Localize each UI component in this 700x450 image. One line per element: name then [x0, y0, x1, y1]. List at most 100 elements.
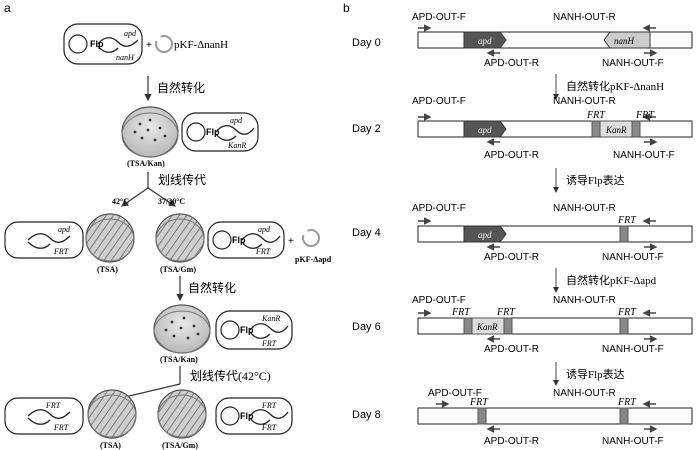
- plate-step4-label: (TSA/Kan): [160, 355, 198, 364]
- primer-label: APD-OUT-R: [484, 150, 539, 161]
- day4-row: Day 4 APD-OUT-F NANH-OUT-R apd FRT APD-O…: [352, 203, 693, 263]
- apd-label: apd: [124, 29, 137, 38]
- frt-label: FRT: [261, 339, 277, 348]
- plate-step3-right: [155, 213, 205, 263]
- plate-step3-left-label: (TSA): [97, 265, 118, 274]
- svg-text:KanR: KanR: [476, 322, 498, 332]
- flp-label: Flp: [240, 411, 254, 421]
- primer-label: APD-OUT-F: [428, 388, 482, 399]
- apd-gene: [463, 120, 507, 138]
- primer-label: NANH-OUT-R: [553, 96, 616, 107]
- frt-label: FRT: [261, 423, 277, 432]
- plate-step5-left: [87, 389, 137, 439]
- frt-label: FRT: [261, 401, 277, 410]
- plasmid-icon: [68, 34, 88, 54]
- frt-site: [477, 407, 487, 425]
- plus-sign: +: [288, 236, 294, 247]
- primer-label: APD-OUT-F: [412, 96, 466, 107]
- apd-gene: [463, 31, 507, 49]
- day0-row: Day 0 APD-OUT-F NANH-OUT-R apd nanH APD-…: [352, 12, 693, 69]
- arrow3-label: 自然转化: [188, 280, 236, 295]
- pkf-plasmid-icon: [302, 229, 320, 247]
- frt-site: [619, 225, 629, 243]
- plate-step3-right-label: (TSA/Gm): [160, 265, 196, 274]
- frt-label: FRT: [53, 247, 69, 256]
- temp-right-label: 37/30°C: [158, 197, 185, 206]
- frt-label: FRT: [53, 423, 69, 432]
- apd-label: apd: [230, 116, 243, 125]
- step-label: 自然转化pKF-Δapd: [566, 273, 657, 287]
- plate-step4: [153, 304, 211, 354]
- step-label: 自然转化pKF-ΔnanH: [566, 79, 664, 93]
- apd-gene: [463, 225, 507, 243]
- flp-label: Flp: [240, 325, 254, 335]
- svg-text:FRT: FRT: [586, 110, 606, 121]
- chromosome-icon: [97, 37, 139, 47]
- primer-label: NANH-OUT-R: [553, 388, 616, 399]
- day6-row: Day 6 APD-OUT-F NANH-OUT-R FRT KanR FRT …: [352, 295, 693, 355]
- primer-label: NANH-OUT-F: [602, 344, 664, 355]
- primer-label: NANH-OUT-R: [553, 203, 616, 214]
- plate-step5-right-label: (TSA/Gm): [162, 441, 198, 450]
- svg-text:KanR: KanR: [605, 125, 627, 135]
- nanh-gene: [603, 31, 651, 49]
- plate-step3-left: [85, 213, 135, 263]
- kan-label: KanR: [261, 314, 280, 323]
- nanh-label: nanH: [116, 53, 135, 62]
- cell-step5-right: Flp FRT FRT: [215, 397, 293, 435]
- svg-text:FRT: FRT: [617, 397, 637, 408]
- cell-step3-left: apd FRT: [4, 221, 84, 259]
- primer-label: APD-OUT-F: [412, 12, 466, 23]
- frt-site: [463, 317, 473, 335]
- plate-step5-right: [157, 389, 207, 439]
- cell-step3-right: Flp apd FRT: [207, 221, 285, 259]
- frt-label: FRT: [255, 247, 271, 256]
- svg-text:FRT: FRT: [451, 307, 471, 318]
- svg-text:apd: apd: [478, 125, 492, 135]
- streak2-label: 划线传代(42°C): [190, 368, 271, 383]
- frt-site: [619, 317, 629, 335]
- primer-label: NANH-OUT-R: [553, 12, 616, 23]
- apd-label: apd: [58, 225, 71, 234]
- cell-step4: Flp KanR FRT: [215, 310, 293, 350]
- primer-label: NANH-OUT-F: [602, 436, 664, 447]
- cell-step1: Flp apd nanH: [63, 23, 143, 65]
- panel-b-label: b: [343, 1, 350, 15]
- primer-label: APD-OUT-F: [412, 295, 466, 306]
- day-label: Day 4: [352, 227, 381, 239]
- flp-label: Flp: [206, 127, 220, 137]
- day-label: Day 2: [352, 123, 381, 135]
- primer-label: APD-OUT-R: [484, 436, 539, 447]
- svg-text:apd: apd: [478, 36, 492, 46]
- day-label: Day 8: [352, 409, 381, 421]
- frt-site: [591, 120, 601, 138]
- panel-a-label: a: [4, 1, 11, 15]
- streak-label: 划线传代: [158, 172, 206, 187]
- svg-text:FRT: FRT: [617, 307, 637, 318]
- primer-label: NANH-OUT-F: [602, 252, 664, 263]
- svg-text:nanH: nanH: [614, 36, 635, 46]
- primer-label: APD-OUT-R: [484, 58, 539, 69]
- plate-step2: [121, 106, 179, 158]
- pkf-apd-label: pKF-Δapd: [295, 255, 332, 264]
- primer-label: APD-OUT-R: [484, 344, 539, 355]
- flp-label: Flp: [232, 235, 246, 245]
- day2-row: Day 2 APD-OUT-F NANH-OUT-R apd FRT KanR …: [352, 96, 693, 161]
- cell-step2: Flp apd KanR: [181, 112, 259, 152]
- step-label: 诱导Flp表达: [566, 173, 625, 187]
- day-label: Day 6: [352, 321, 381, 333]
- plate-step2-label: (TSA/Kan): [127, 159, 165, 168]
- temp-left-label: 42°C: [112, 197, 129, 206]
- svg-text:FRT: FRT: [496, 307, 516, 318]
- svg-text:FRT: FRT: [635, 110, 655, 121]
- apd-label: apd: [258, 225, 271, 234]
- day8-row: Day 8 APD-OUT-F NANH-OUT-R FRT FRT APD-O…: [352, 388, 693, 447]
- pkf-plasmid-icon: [155, 35, 173, 53]
- primer-label: NANH-OUT-F: [602, 58, 664, 69]
- svg-text:apd: apd: [478, 230, 492, 240]
- primer-label: NANH-OUT-F: [613, 150, 675, 161]
- frt-label: FRT: [45, 401, 61, 410]
- flp-label: Flp: [90, 39, 104, 49]
- frt-site: [619, 407, 629, 425]
